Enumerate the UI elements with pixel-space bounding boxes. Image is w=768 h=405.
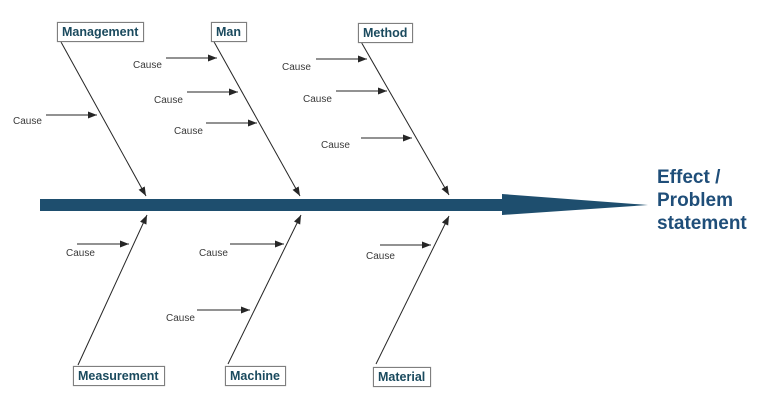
cause-label-measurement-1: Cause [66,248,95,259]
effect-line-1: Effect / [657,167,721,188]
man-bone [212,39,301,197]
category-box-management: Management [57,22,145,42]
effect-line-2: Problem [657,190,734,211]
category-box-machine: Machine [225,366,287,386]
measurement-bone [77,214,148,366]
cause-label-method-1: Cause [282,62,311,73]
method-bone [359,39,450,196]
material-bone [375,215,450,365]
management-bone [60,41,147,197]
effect-problem-statement: Effect / Problem statement [657,166,747,235]
cause-label-man-1: Cause [133,60,162,71]
cause-label-method-3: Cause [321,140,350,151]
machine-bone [227,214,302,365]
cause-label-man-2: Cause [154,95,183,106]
category-box-method: Method [358,23,414,43]
effect-line-3: statement [657,213,747,234]
cause-label-machine-1: Cause [199,248,228,259]
cause-label-material-1: Cause [366,251,395,262]
cause-label-management-1: Cause [13,116,42,127]
category-box-measurement: Measurement [73,366,165,386]
category-box-material: Material [373,367,432,387]
category-box-man: Man [211,22,247,42]
spine-bar [40,199,502,211]
cause-label-method-2: Cause [303,94,332,105]
cause-label-machine-2: Cause [166,313,195,324]
cause-label-man-3: Cause [174,126,203,137]
spine-arrowhead [502,194,648,215]
